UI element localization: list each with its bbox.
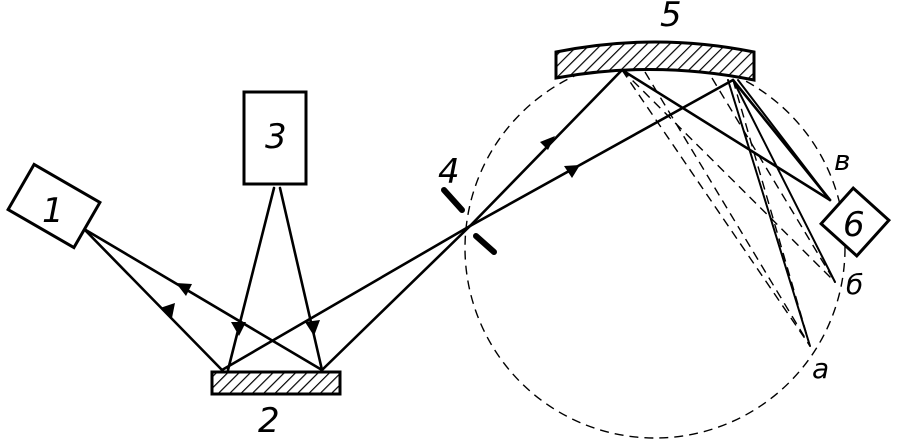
label-4: 4 (438, 152, 460, 192)
receiver-box-6 (818, 185, 892, 259)
rays-detector-mirror (226, 186, 324, 372)
label-2: 2 (258, 401, 280, 441)
label-5: 5 (660, 0, 682, 35)
rays-slit-grating (468, 68, 735, 228)
slit-4 (441, 187, 497, 255)
rays-grating-receiver (620, 68, 836, 347)
label-point-b: б (846, 268, 863, 301)
label-3: 3 (265, 117, 287, 157)
label-1: 1 (42, 191, 64, 231)
rowland-circle (464, 57, 846, 439)
rays-mirror-slit (220, 224, 472, 372)
label-point-v: в (834, 144, 851, 177)
source-box-1 (6, 162, 102, 250)
dashed-rays (621, 69, 836, 347)
label-6: 6 (843, 205, 865, 245)
detector-box-3 (242, 90, 308, 186)
label-point-a: a (812, 352, 829, 385)
rays-source-mirror (82, 227, 324, 372)
grating-5 (554, 40, 756, 82)
mirror-2 (210, 370, 342, 396)
